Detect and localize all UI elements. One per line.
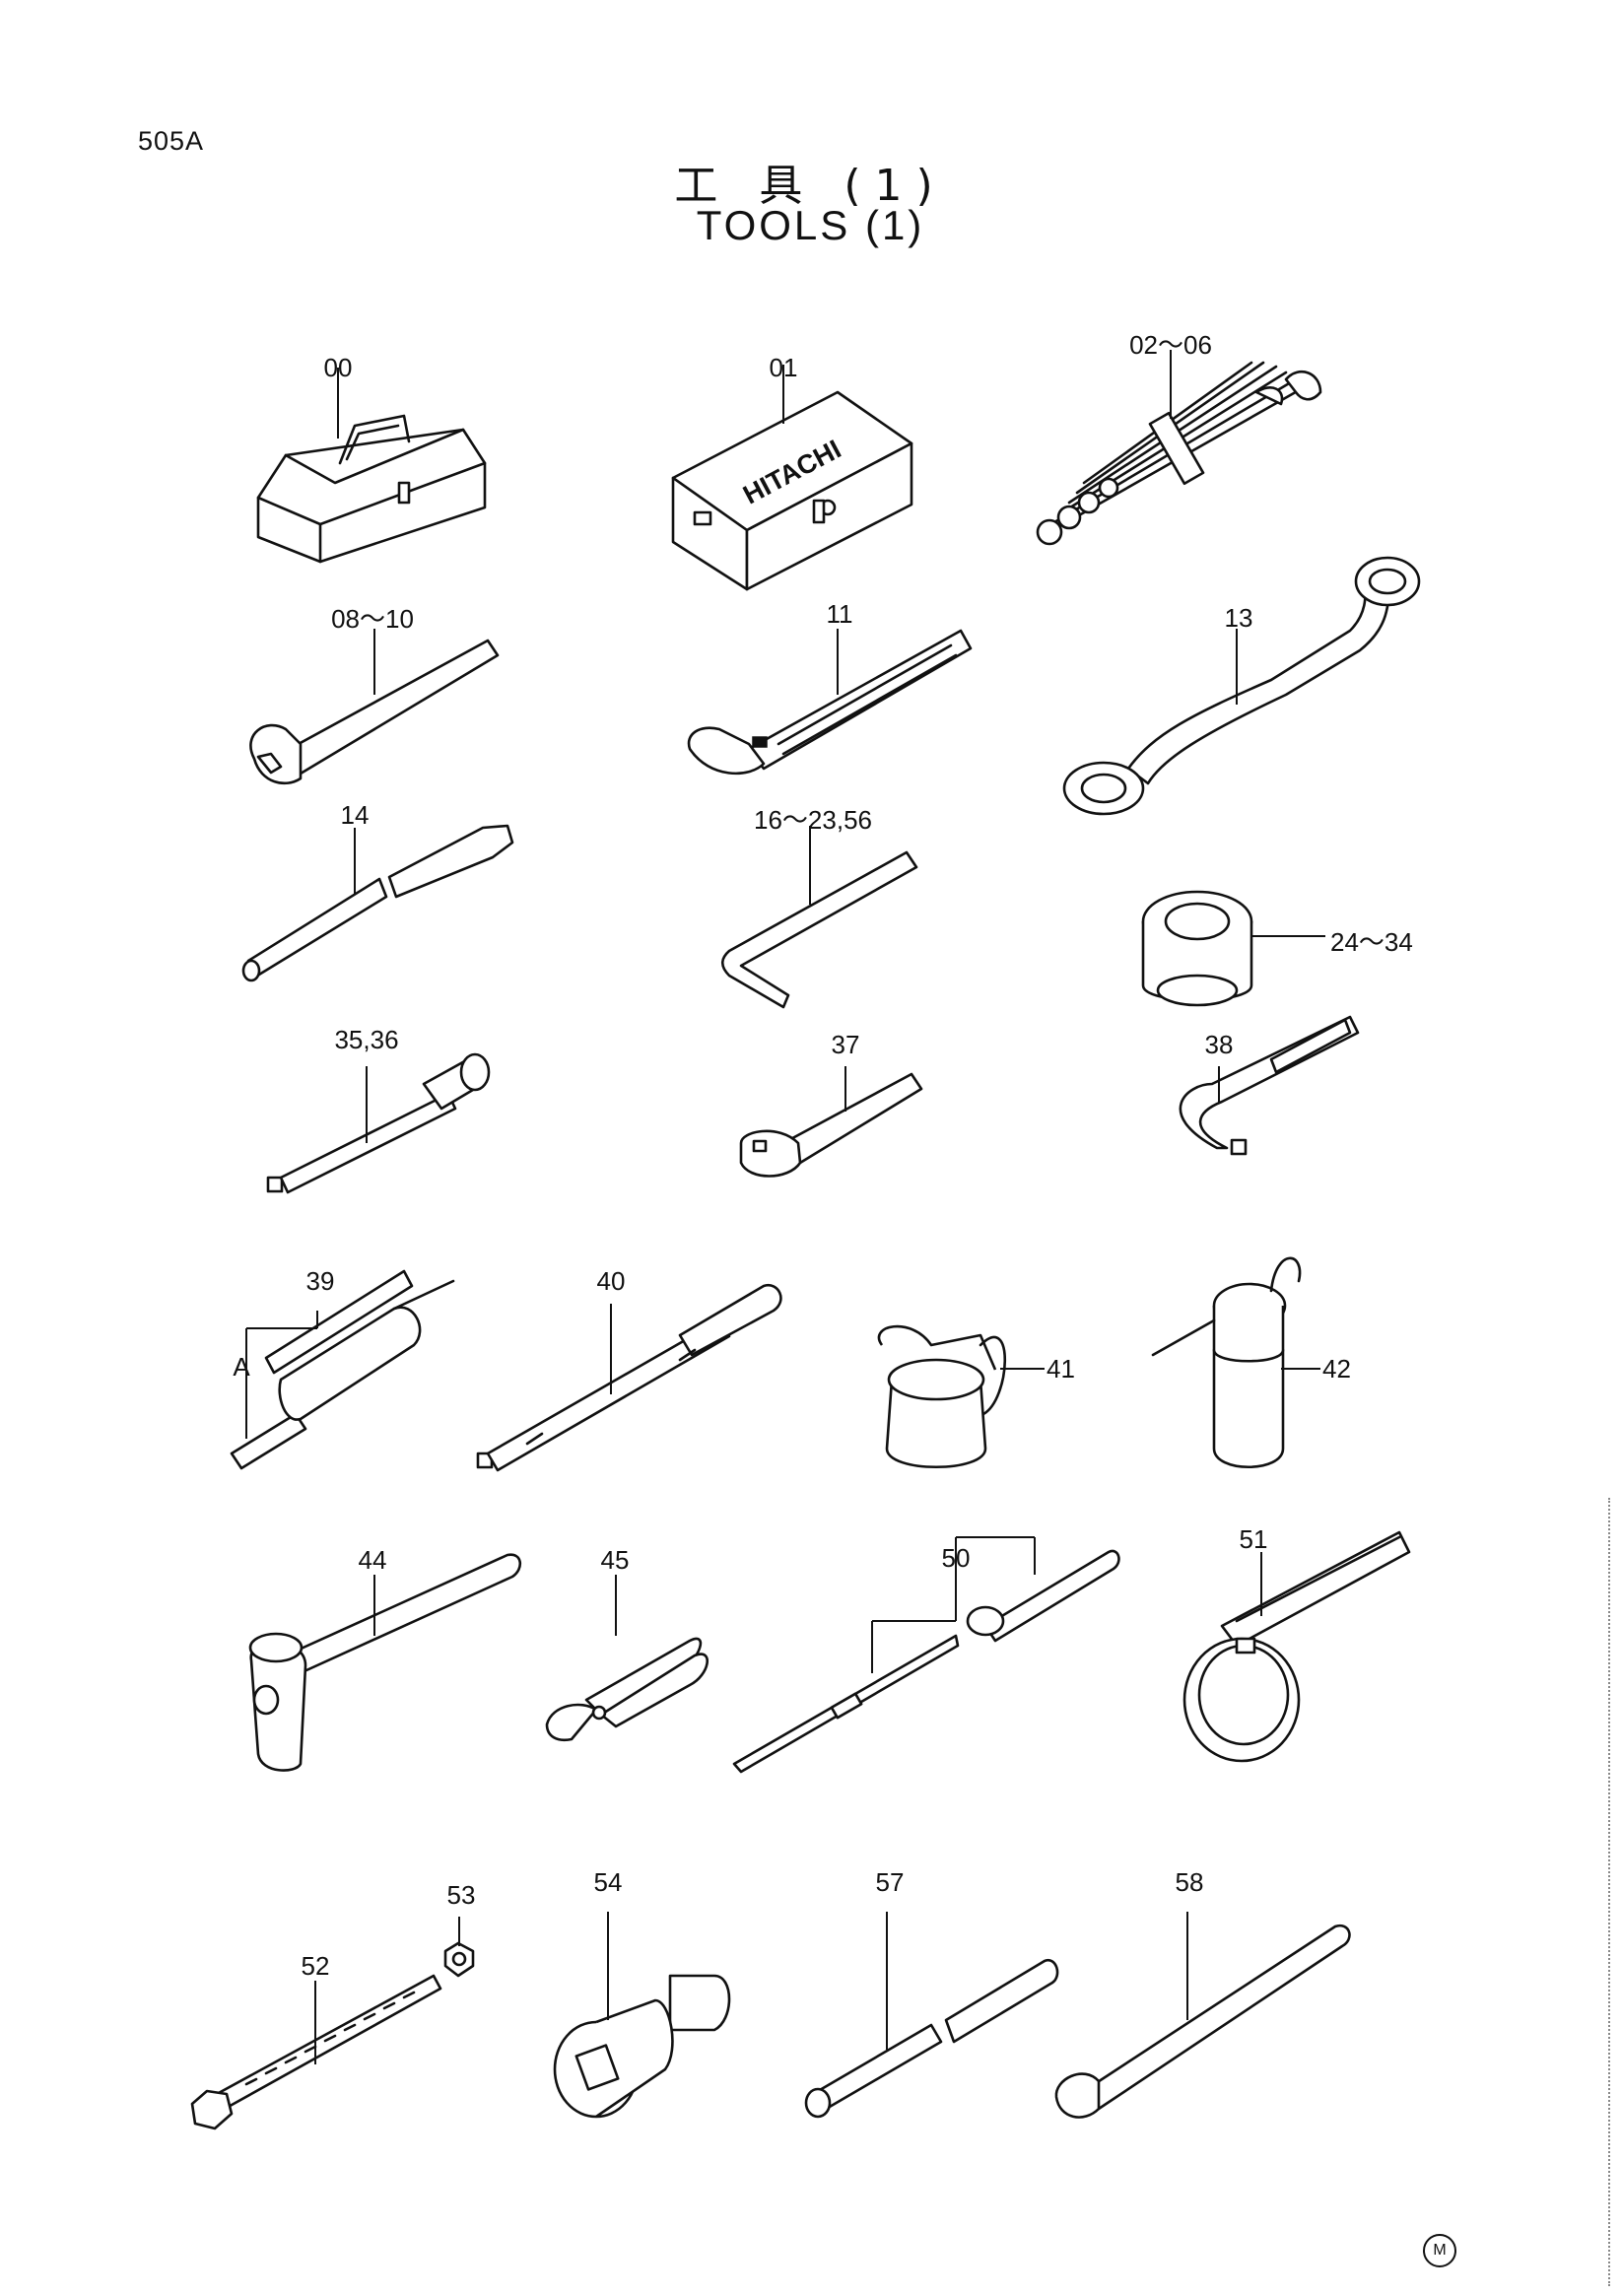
page-title-japanese: 工 具 (1) — [674, 161, 947, 211]
callout-41: 41 — [1047, 1354, 1075, 1384]
callout-16-23-56: 16～23,56 — [754, 805, 872, 835]
oil-can-illustration — [877, 1324, 1045, 1468]
nut-illustration — [443, 1917, 475, 1978]
callout-00: 00 — [323, 353, 353, 382]
callout-51: 51 — [1239, 1524, 1268, 1554]
socket-adapter-illustration — [553, 1912, 731, 2119]
box-wrench-illustration — [1062, 556, 1421, 816]
callout-42: 42 — [1322, 1354, 1351, 1384]
ratchet-handle-illustration — [739, 1066, 923, 1178]
m-circle-mark: M — [1423, 2234, 1456, 2267]
callout-52: 52 — [301, 1951, 330, 1981]
adjustable-wrench-illustration — [687, 629, 973, 776]
callout-44: 44 — [358, 1545, 387, 1575]
callout-08-10: 08～10 — [331, 604, 414, 634]
callout-11: 11 — [826, 599, 853, 629]
bolt-illustration — [190, 1974, 442, 2130]
hitachi-tool-box-illustration — [671, 365, 913, 591]
callout-01: 01 — [769, 353, 798, 382]
oiler-illustration — [1151, 1256, 1320, 1468]
combination-wrench-set-illustration — [1036, 350, 1322, 546]
callout-40: 40 — [596, 1266, 626, 1296]
spanner-illustration — [249, 629, 500, 785]
pliers-illustration — [545, 1575, 709, 1742]
filter-wrench-illustration — [1182, 1530, 1411, 1763]
callout-14: 14 — [340, 800, 370, 830]
callout-53: 53 — [446, 1880, 476, 1910]
callout-39: 39 — [305, 1266, 335, 1296]
pry-bar-illustration — [241, 824, 514, 982]
tool-box-illustration — [256, 368, 487, 564]
torque-wrench-illustration — [476, 1283, 782, 1472]
page-code: 505A — [138, 126, 205, 156]
hammer-illustration — [248, 1553, 521, 1772]
callout-37: 37 — [831, 1030, 860, 1059]
chisel-illustration — [1054, 1912, 1351, 2119]
callout-57: 57 — [875, 1867, 905, 1897]
page-edge-line — [1608, 1498, 1610, 2286]
callout-54: 54 — [593, 1867, 623, 1897]
callout-24-34: 24～34 — [1330, 927, 1413, 957]
callout-38: 38 — [1204, 1030, 1234, 1059]
callout-35-36: 35,36 — [334, 1025, 399, 1054]
grease-gun-illustration — [230, 1269, 455, 1470]
socket-illustration — [1141, 890, 1325, 1007]
callout-a: A — [233, 1352, 250, 1382]
page-title-english: TOOLS (1) — [696, 202, 925, 248]
callout-13: 13 — [1224, 603, 1253, 633]
speeder-handle-illustration — [1179, 1015, 1360, 1156]
extension-bar-illustration — [266, 1052, 491, 1194]
callout-58: 58 — [1175, 1867, 1204, 1897]
callout-45: 45 — [600, 1545, 630, 1575]
callout-02-06: 02～06 — [1129, 330, 1212, 360]
hex-key-illustration — [720, 826, 918, 1009]
screwdriver-set-illustration — [732, 1536, 1120, 1774]
extension-pipe-illustration — [804, 1912, 1059, 2119]
callout-50: 50 — [941, 1543, 971, 1573]
